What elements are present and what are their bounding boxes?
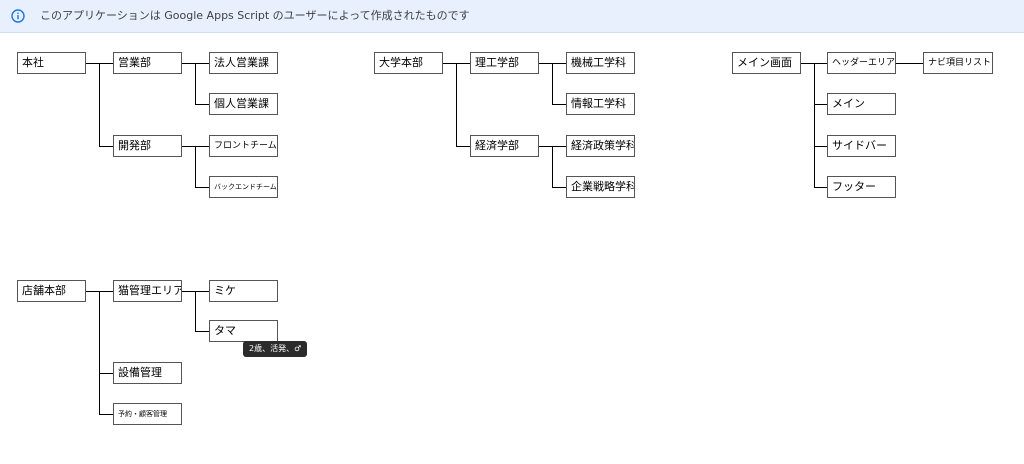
banner-text: このアプリケーションは Google Apps Script のユーザーによって…: [40, 9, 470, 22]
org-node-header-area[interactable]: ヘッダーエリア: [827, 52, 896, 74]
connector-line: [456, 146, 470, 147]
org-node-main-screen[interactable]: メイン画面: [732, 52, 801, 74]
connector-line: [552, 146, 553, 188]
connector-line: [195, 63, 196, 105]
connector-line: [814, 187, 827, 188]
connector-line: [443, 63, 456, 64]
connector-line: [456, 63, 470, 64]
org-node-back[interactable]: バックエンドチーム: [209, 176, 278, 198]
connector-line: [896, 63, 909, 64]
org-node-footer[interactable]: フッター: [827, 176, 896, 198]
org-node-tenpo[interactable]: 店舗本部: [17, 280, 86, 302]
connector-line: [86, 291, 99, 292]
connector-line: [456, 63, 457, 147]
connector-line: [99, 414, 113, 415]
connector-line: [552, 104, 566, 105]
connector-line: [552, 63, 566, 64]
org-node-seisaku[interactable]: 経済政策学科: [566, 135, 635, 157]
connector-line: [195, 291, 209, 292]
connector-line: [195, 291, 196, 332]
connector-line: [801, 63, 814, 64]
org-node-honsha[interactable]: 本社: [17, 52, 86, 74]
connector-line: [195, 146, 196, 188]
org-node-yoyaku[interactable]: 予約・顧客管理: [113, 403, 182, 425]
connector-line: [182, 146, 195, 147]
org-node-kikai[interactable]: 機械工学科: [566, 52, 635, 74]
connector-line: [195, 187, 209, 188]
org-node-kigyo[interactable]: 企業戦略学科: [566, 176, 635, 198]
connector-line: [182, 63, 195, 64]
org-node-front[interactable]: フロントチーム: [209, 135, 278, 157]
org-node-kaihatsu[interactable]: 開発部: [113, 135, 182, 157]
connector-line: [99, 291, 100, 415]
connector-line: [552, 187, 566, 188]
connector-line: [99, 373, 113, 374]
org-node-hojin[interactable]: 法人営業課: [209, 52, 278, 74]
org-node-joho[interactable]: 情報工学科: [566, 93, 635, 115]
org-node-mike[interactable]: ミケ: [209, 280, 278, 302]
org-node-kojin[interactable]: 個人営業課: [209, 93, 278, 115]
connector-line: [195, 104, 209, 105]
connector-line: [552, 146, 566, 147]
org-node-sidebar[interactable]: サイドバー: [827, 135, 896, 157]
connector-line: [99, 146, 113, 147]
connector-line: [99, 291, 113, 292]
connector-line: [539, 146, 552, 147]
connector-line: [909, 63, 923, 64]
connector-line: [182, 291, 195, 292]
org-node-tama[interactable]: タマ: [209, 320, 278, 342]
info-icon: [11, 8, 25, 23]
info-banner: このアプリケーションは Google Apps Script のユーザーによって…: [0, 0, 1024, 33]
org-node-riko[interactable]: 理工学部: [470, 52, 539, 74]
connector-line: [99, 63, 113, 64]
org-node-neko[interactable]: 猫管理エリア: [113, 280, 182, 302]
connector-line: [814, 63, 827, 64]
org-node-keizai[interactable]: 経済学部: [470, 135, 539, 157]
org-node-main[interactable]: メイン: [827, 93, 896, 115]
org-node-eigyo[interactable]: 営業部: [113, 52, 182, 74]
connector-line: [99, 63, 100, 147]
connector-line: [552, 63, 553, 105]
connector-line: [814, 104, 827, 105]
connector-line: [86, 63, 99, 64]
org-node-nav-list[interactable]: ナビ項目リスト: [923, 52, 993, 74]
org-node-daigaku[interactable]: 大学本部: [374, 52, 443, 74]
connector-line: [195, 146, 209, 147]
org-node-setsubi[interactable]: 設備管理: [113, 362, 182, 384]
connector-line: [539, 63, 552, 64]
connector-line: [195, 63, 209, 64]
node-tooltip: 2歳、活発、♂: [243, 341, 308, 357]
connector-line: [195, 331, 209, 332]
connector-line: [814, 146, 827, 147]
connector-line: [814, 63, 815, 188]
